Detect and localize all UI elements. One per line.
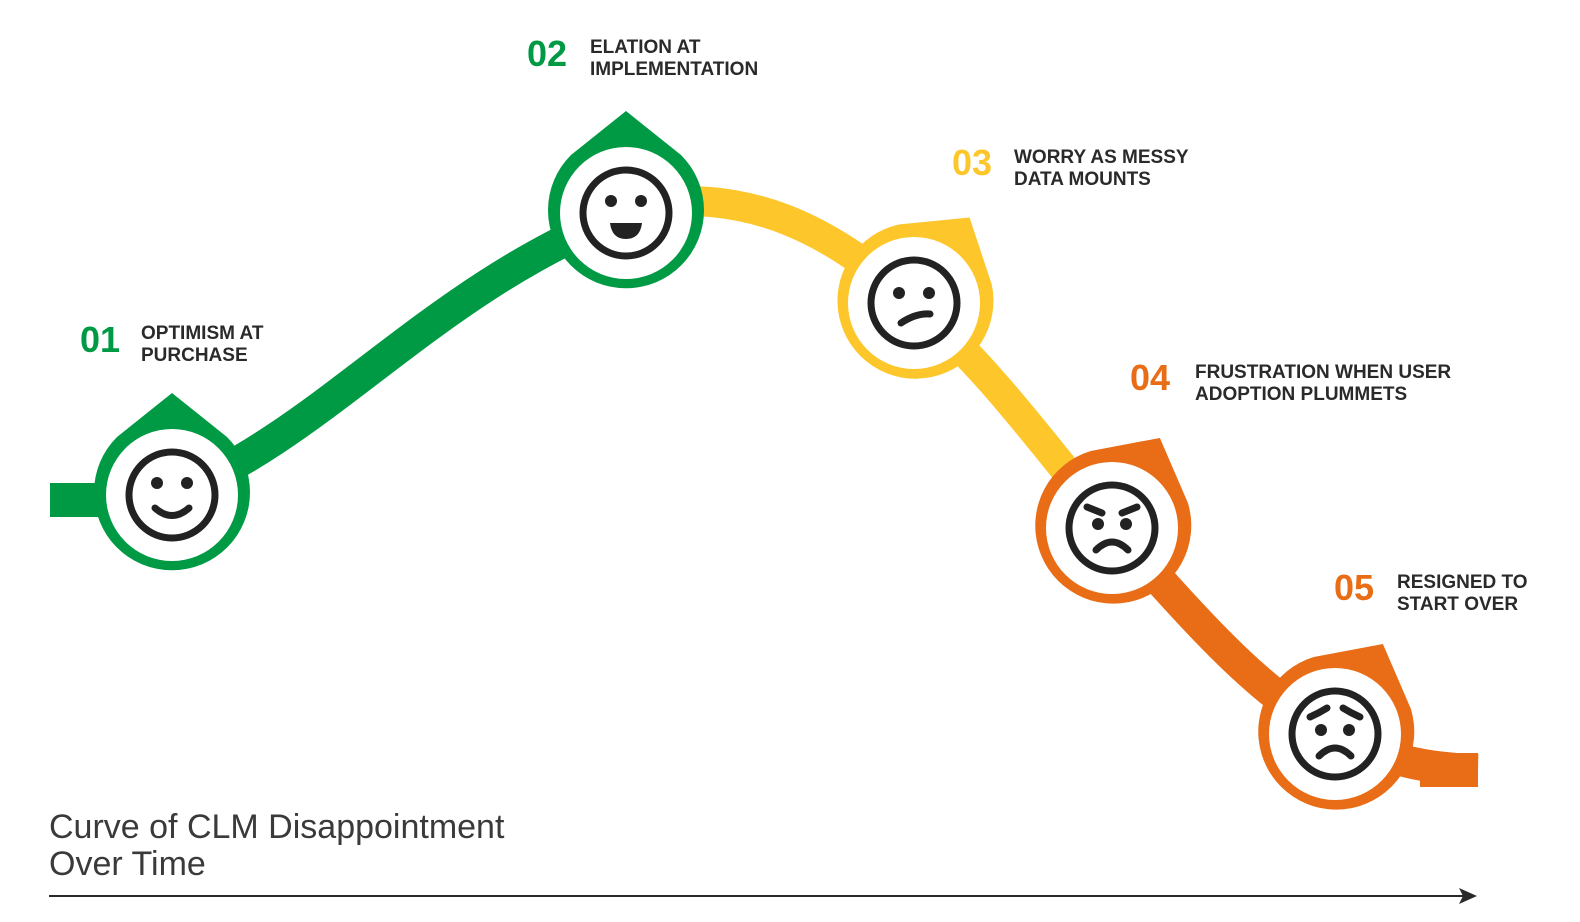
stage-title: PURCHASE (141, 345, 248, 366)
stage-title: ADOPTION PLUMMETS (1195, 384, 1407, 405)
stage-title: FRUSTRATION WHEN USER (1195, 362, 1451, 383)
confused-face-icon (867, 256, 961, 350)
stage-title: DATA MOUNTS (1014, 169, 1151, 190)
stage-03-label: 03 WORRY AS MESSY DATA MOUNTS (952, 142, 1189, 190)
stage-03-marker (837, 217, 994, 379)
stage-02-label: 02 ELATION AT IMPLEMENTATION (527, 33, 758, 80)
stage-01-marker (93, 393, 250, 571)
time-axis-arrow (49, 888, 1477, 904)
curve-end-stub (1420, 753, 1478, 787)
grin-face-icon (579, 166, 673, 260)
stage-02-marker (548, 111, 704, 289)
stage-title: IMPLEMENTATION (590, 59, 758, 80)
stage-05-label: 05 RESIGNED TO START OVER (1334, 567, 1528, 615)
stage-title: RESIGNED TO (1397, 572, 1528, 593)
stage-title: START OVER (1397, 594, 1518, 615)
stage-title: WORRY AS MESSY (1014, 147, 1189, 168)
worried-face-icon (1288, 687, 1382, 781)
angry-face-icon (1065, 481, 1159, 575)
stage-number: 02 (527, 33, 567, 74)
stage-04-marker (1035, 437, 1192, 604)
diagram-title: Over Time (49, 845, 206, 883)
stage-01-label: 01 OPTIMISM AT PURCHASE (80, 319, 264, 366)
smile-face-icon (125, 448, 219, 542)
diagram-title: Curve of CLM Disappointment (49, 808, 505, 846)
curve (50, 185, 1479, 787)
arrow-right-icon (1459, 888, 1477, 904)
stage-number: 01 (80, 319, 120, 360)
stage-04-label: 04 FRUSTRATION WHEN USER ADOPTION PLUMME… (1130, 357, 1451, 405)
stage-title: ELATION AT (590, 37, 701, 58)
stage-05-marker (1258, 643, 1415, 810)
stage-title: OPTIMISM AT (141, 323, 264, 344)
stage-number: 03 (952, 142, 992, 183)
stage-number: 05 (1334, 567, 1374, 608)
stage-number: 04 (1130, 357, 1170, 398)
